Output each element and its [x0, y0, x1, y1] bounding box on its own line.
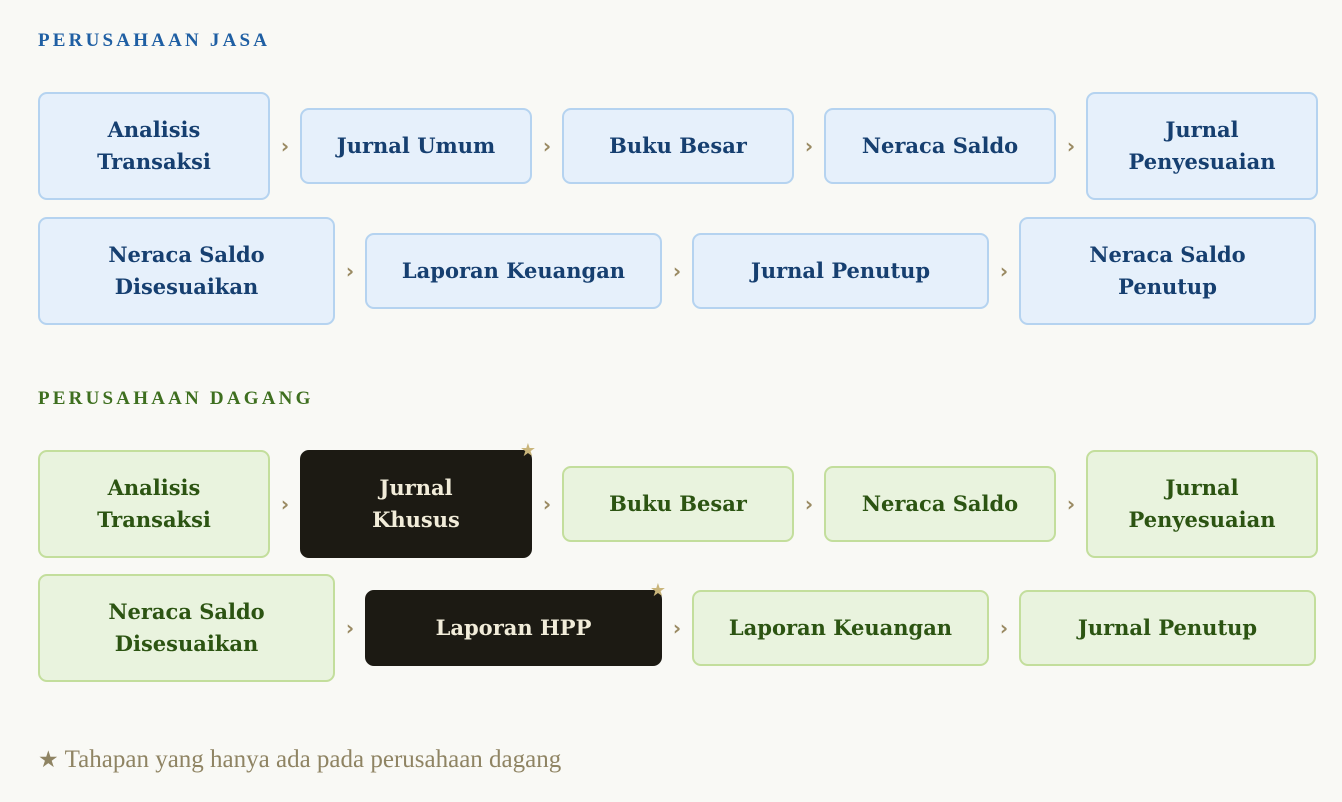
- chevron-right-icon: ›: [1066, 492, 1076, 516]
- dagang-step-jurnal-penyesuaian: Jurnal Penyesuaian: [1086, 450, 1318, 558]
- star-icon: ★: [649, 580, 666, 601]
- dagang-flow-row-2: Neraca Saldo Disesuaikan › Laporan HPP ★…: [38, 574, 1316, 682]
- dagang-step-neraca-saldo: Neraca Saldo: [824, 466, 1056, 542]
- dagang-step-buku-besar: Buku Besar: [562, 466, 794, 542]
- chevron-right-icon: ›: [280, 134, 290, 158]
- chevron-right-icon: ›: [280, 492, 290, 516]
- dagang-step-jurnal-penutup: Jurnal Penutup: [1019, 590, 1316, 666]
- jasa-step-jurnal-penutup: Jurnal Penutup: [692, 233, 989, 309]
- section-title-dagang: PERUSAHAAN DAGANG: [38, 388, 314, 409]
- jasa-step-buku-besar: Buku Besar: [562, 108, 794, 184]
- chevron-right-icon: ›: [804, 492, 814, 516]
- dagang-step-analisis-transaksi: Analisis Transaksi: [38, 450, 270, 558]
- jasa-step-jurnal-penyesuaian: Jurnal Penyesuaian: [1086, 92, 1318, 200]
- jasa-step-neraca-saldo-disesuaikan: Neraca Saldo Disesuaikan: [38, 217, 335, 325]
- jasa-step-neraca-saldo: Neraca Saldo: [824, 108, 1056, 184]
- jasa-step-laporan-keuangan: Laporan Keuangan: [365, 233, 662, 309]
- jasa-flow-row-2: Neraca Saldo Disesuaikan › Laporan Keuan…: [38, 217, 1316, 325]
- legend-text: Tahapan yang hanya ada pada perusahaan d…: [64, 746, 562, 773]
- legend: ★ Tahapan yang hanya ada pada perusahaan…: [38, 746, 561, 774]
- chevron-right-icon: ›: [542, 134, 552, 158]
- jasa-flow-row-1: Analisis Transaksi › Jurnal Umum › Buku …: [38, 92, 1318, 200]
- dagang-step-laporan-hpp: Laporan HPP ★: [365, 582, 666, 666]
- dagang-flow-row-1: Analisis Transaksi › Jurnal Khusus ★ › B…: [38, 442, 1318, 558]
- chevron-right-icon: ›: [672, 259, 682, 283]
- jasa-step-analisis-transaksi: Analisis Transaksi: [38, 92, 270, 200]
- chevron-right-icon: ›: [542, 492, 552, 516]
- chevron-right-icon: ›: [345, 616, 355, 640]
- section-title-jasa: PERUSAHAAN JASA: [38, 30, 271, 51]
- dagang-step-neraca-saldo-disesuaikan: Neraca Saldo Disesuaikan: [38, 574, 335, 682]
- chevron-right-icon: ›: [999, 259, 1009, 283]
- chevron-right-icon: ›: [345, 259, 355, 283]
- jasa-step-jurnal-umum: Jurnal Umum: [300, 108, 532, 184]
- dagang-step-laporan-keuangan: Laporan Keuangan: [692, 590, 989, 666]
- chevron-right-icon: ›: [672, 616, 682, 640]
- star-icon: ★: [38, 747, 59, 773]
- chevron-right-icon: ›: [1066, 134, 1076, 158]
- dagang-step-jurnal-khusus: Jurnal Khusus ★: [300, 442, 536, 558]
- star-icon: ★: [519, 440, 536, 461]
- chevron-right-icon: ›: [804, 134, 814, 158]
- jasa-step-neraca-saldo-penutup: Neraca Saldo Penutup: [1019, 217, 1316, 325]
- chevron-right-icon: ›: [999, 616, 1009, 640]
